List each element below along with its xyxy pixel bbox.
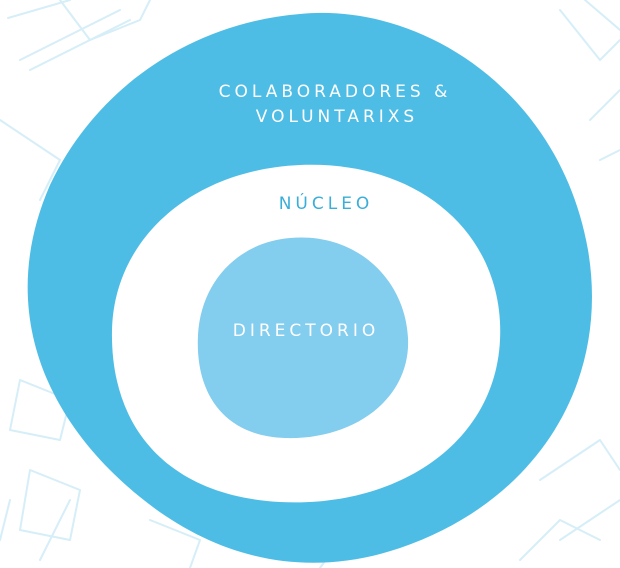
outer-label-line2: VOLUNTARIXS — [256, 107, 418, 127]
inner-core-directorio — [197, 237, 409, 439]
outer-label-line1: COLABORADORES & — [219, 82, 452, 102]
middle-label: NÚCLEO — [279, 192, 374, 214]
inner-label: DIRECTORIO — [233, 321, 380, 341]
